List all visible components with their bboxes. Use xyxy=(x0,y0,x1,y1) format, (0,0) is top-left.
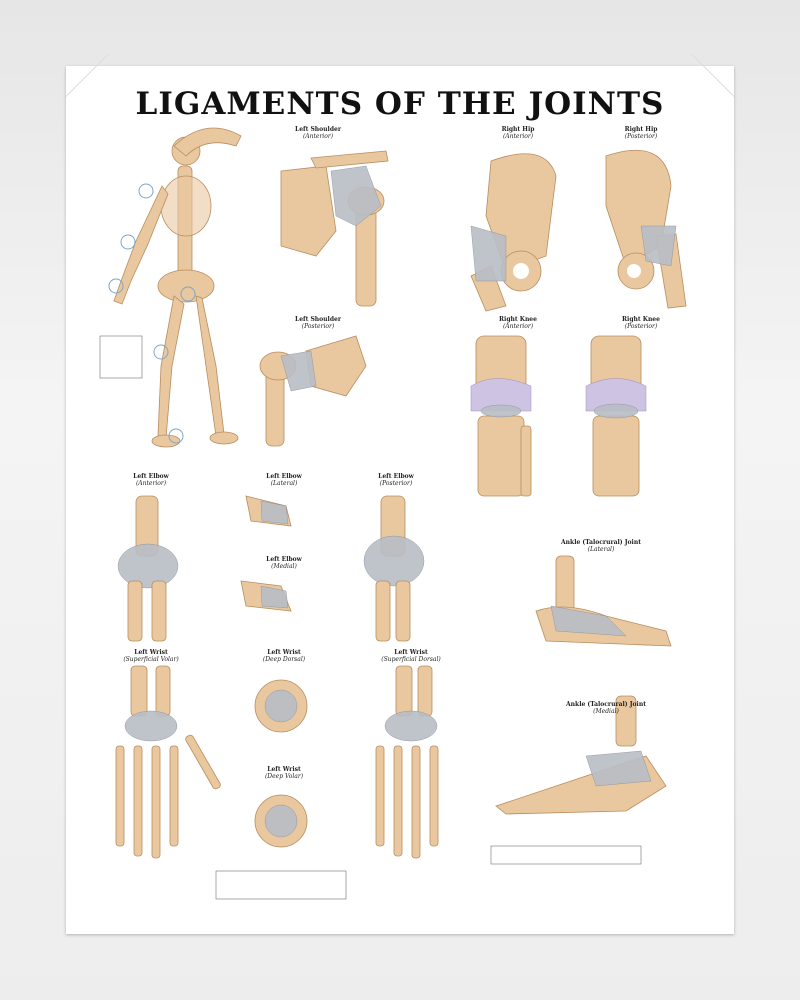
panel-title: Right Hip(Posterior) xyxy=(624,126,658,140)
elbow-posterior-illustration xyxy=(363,495,425,642)
knee-posterior-illustration xyxy=(585,335,647,497)
panel-title: Left Wrist(Superficial Dorsal) xyxy=(381,649,441,663)
wrist-deep-volar-illustration xyxy=(254,794,308,848)
panel-title: Left Elbow(Anterior) xyxy=(133,473,169,487)
elbow-anterior-illustration xyxy=(117,495,179,642)
ankle-lateral-illustration xyxy=(535,555,672,647)
panel-title: Left Shoulder(Anterior) xyxy=(295,126,341,140)
panel-title: Right Knee(Posterior) xyxy=(622,316,660,330)
panel-title: Left Wrist(Deep Volar) xyxy=(264,766,304,780)
wrist-deep-dorsal-illustration xyxy=(254,679,308,733)
panel-title: Ankle (Talocrural) Joint(Medial) xyxy=(566,701,646,715)
knee-anterior-illustration xyxy=(470,335,532,497)
elbow-medial-illustration xyxy=(240,580,292,612)
panel-title: Left Wrist(Deep Dorsal) xyxy=(262,649,306,663)
wrist-superficial-volar-illustration xyxy=(115,665,221,859)
panel-title: Left Elbow(Lateral) xyxy=(266,473,302,487)
panel-title: Left Elbow(Medial) xyxy=(266,556,302,570)
panel-title: Left Wrist(Superficial Volar) xyxy=(123,649,179,663)
panel-title: Left Shoulder(Posterior) xyxy=(295,316,341,330)
poster-title: LIGAMENTS OF THE JOINTS xyxy=(135,86,665,122)
ankle-medial-illustration xyxy=(490,695,667,865)
anatomy-illustrations xyxy=(99,127,687,900)
panel-title: Left Elbow(Posterior) xyxy=(378,473,414,487)
shoulder-posterior-illustration xyxy=(259,335,367,447)
poster: LIGAMENTS OF THE JOINTS xyxy=(65,53,735,934)
panel-title: Right Knee(Anterior) xyxy=(499,316,537,330)
elbow-lateral-illustration xyxy=(245,495,292,527)
panel-title: Ankle (Talocrural) Joint(Lateral) xyxy=(561,539,641,553)
hip-posterior-illustration xyxy=(605,149,687,309)
skeleton-figure xyxy=(99,127,242,448)
legend-key xyxy=(215,870,347,900)
shoulder-anterior-illustration xyxy=(280,150,389,307)
wrist-superficial-dorsal-illustration xyxy=(375,665,439,859)
panel-title: Right Hip(Anterior) xyxy=(501,126,535,140)
hip-anterior-illustration xyxy=(470,153,557,312)
